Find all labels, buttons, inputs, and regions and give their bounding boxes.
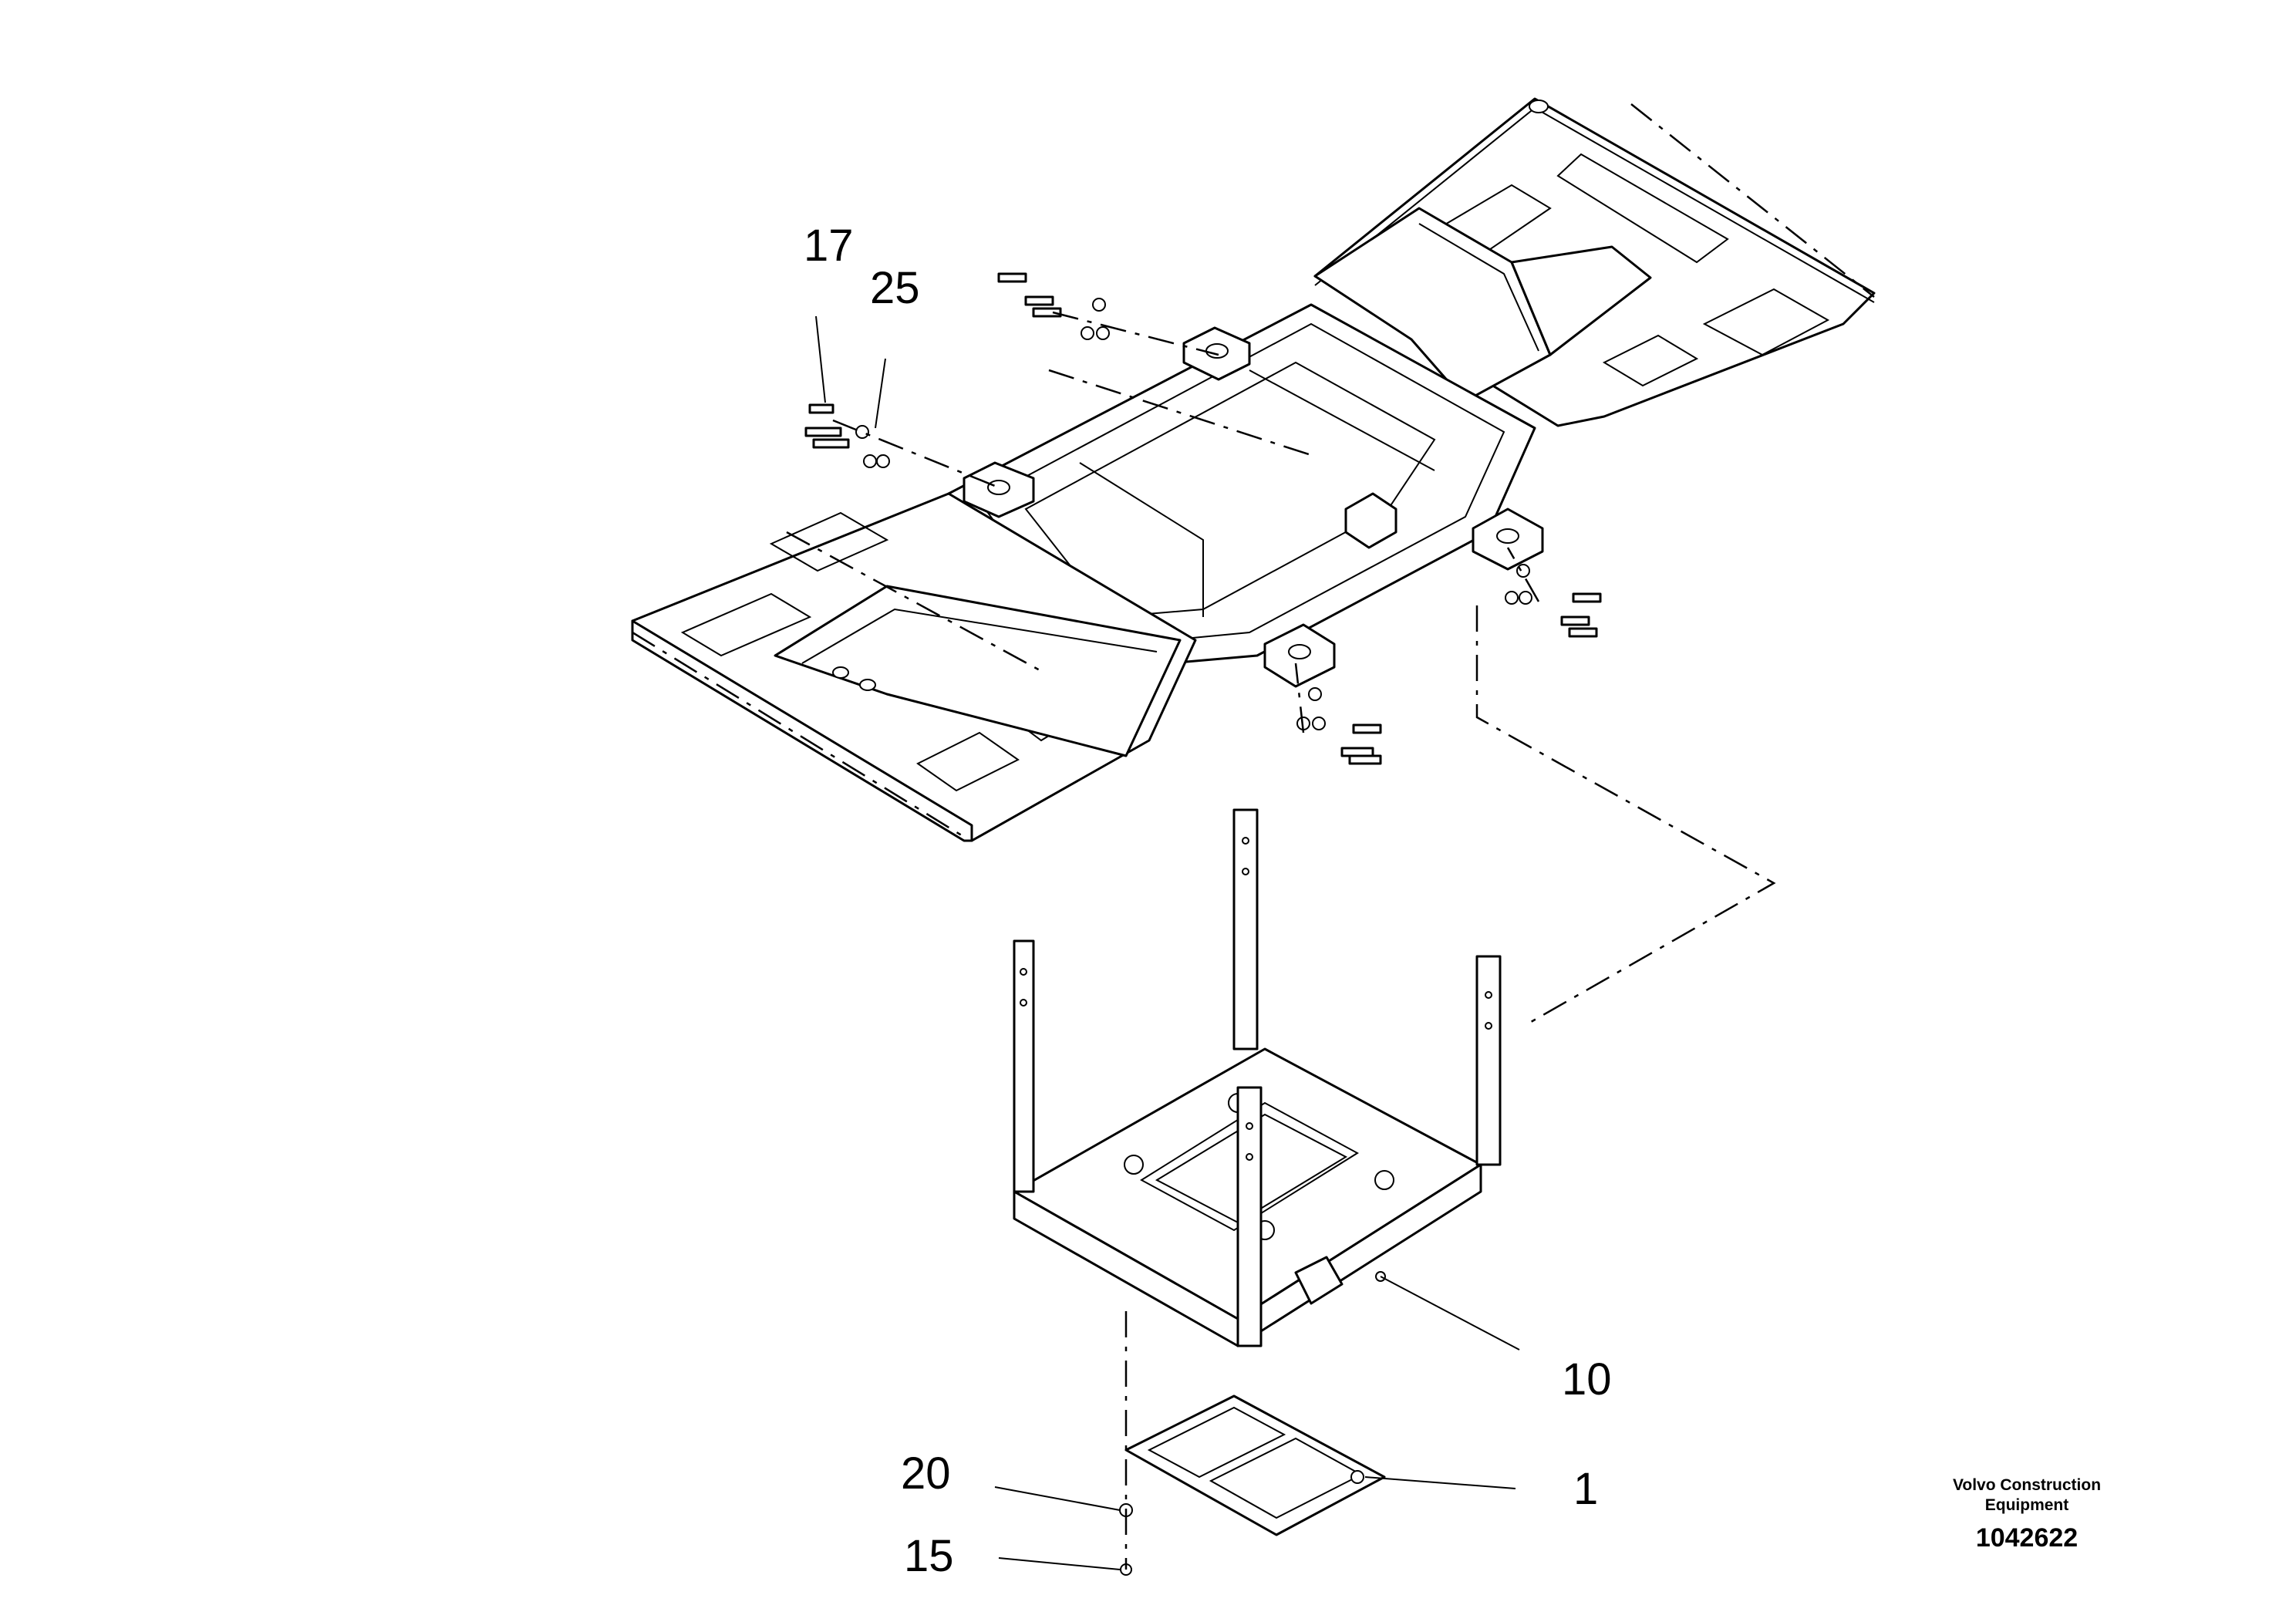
bolt-set-bottom (1296, 687, 1382, 765)
callout-labels: 17 25 10 1 20 15 (804, 221, 1612, 1581)
callout-leaders (815, 315, 1520, 1570)
callout-17: 17 (804, 221, 854, 271)
floor-plate (1124, 1394, 1386, 1536)
company-name-line2: Equipment (1985, 1496, 2069, 1514)
cab-support-frame (1013, 808, 1502, 1347)
callout-15: 15 (904, 1531, 954, 1581)
callout-25: 25 (870, 263, 920, 313)
bolt-set-top (997, 272, 1110, 340)
upper-main-frame (631, 97, 1876, 842)
bolt-set-right (1505, 564, 1602, 638)
bolt-set-left (804, 403, 890, 468)
callout-20: 20 (901, 1448, 951, 1499)
title-block: Volvo Construction Equipment 1042622 (1953, 1476, 2101, 1553)
callout-10: 10 (1562, 1354, 1612, 1404)
assembly-centerlines (632, 103, 1875, 1570)
callout-1: 1 (1573, 1464, 1598, 1514)
drawing-number: 1042622 (1976, 1523, 2078, 1553)
bolt-and-washer-sets (804, 272, 1602, 765)
company-name-line1: Volvo Construction (1953, 1476, 2101, 1494)
